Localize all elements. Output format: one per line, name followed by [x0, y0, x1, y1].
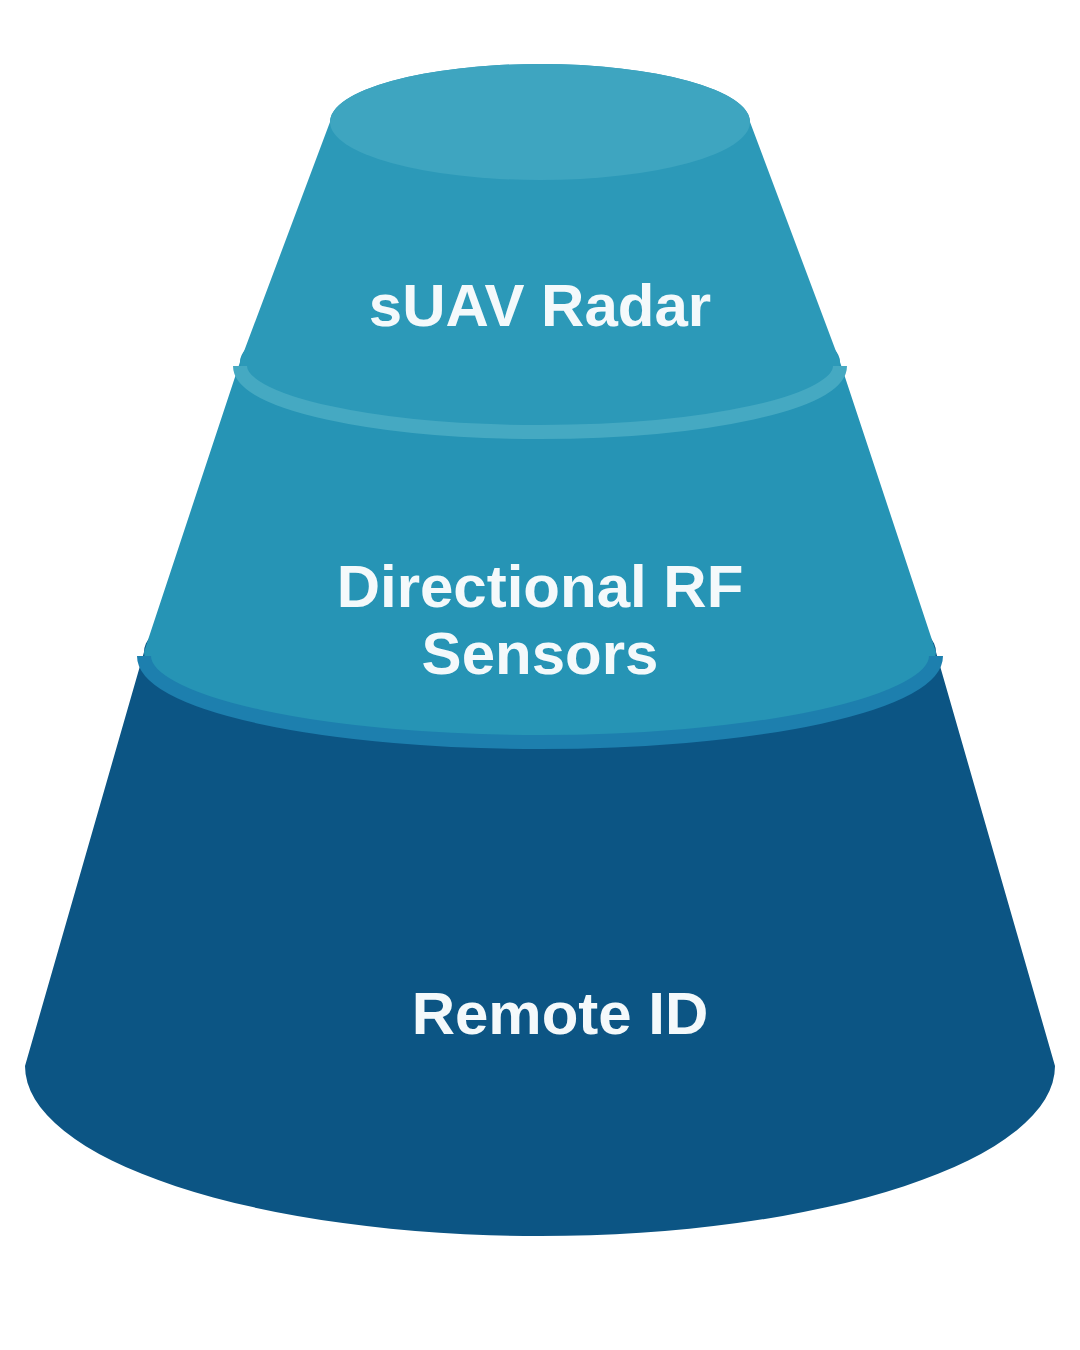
band-body [240, 64, 840, 428]
band-text: Directional RF Sensors [220, 553, 860, 687]
band-label: Remote ID [180, 980, 940, 1047]
band-label: sUAV Radar [320, 272, 760, 339]
cone-top-cap [330, 64, 750, 180]
band-shape [240, 64, 840, 428]
cone-band: sUAV Radar [240, 64, 840, 428]
band-body [25, 566, 1055, 1236]
band-body [144, 296, 936, 738]
band-text: Remote ID [180, 980, 940, 1047]
band-label: Directional RF Sensors [220, 553, 860, 687]
band-text: sUAV Radar [320, 272, 760, 339]
